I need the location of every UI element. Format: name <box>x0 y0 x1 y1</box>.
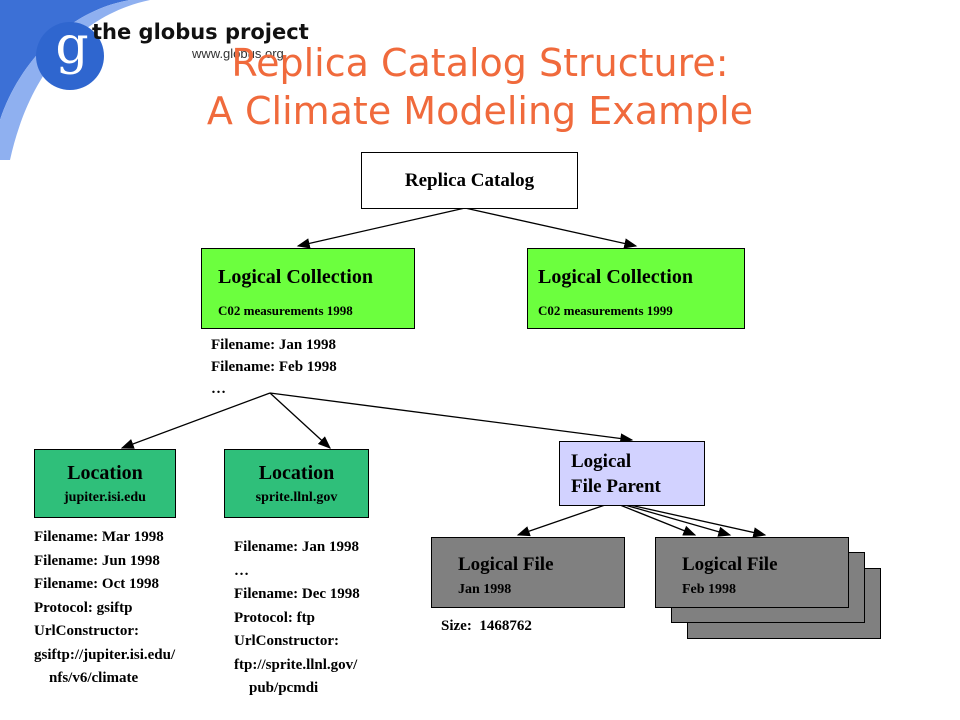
location-sprite-host: sprite.llnl.gov <box>255 490 338 505</box>
arrow-parent-to-file-feb-3 <box>629 504 767 538</box>
detail-line: Filename: Oct 1998 <box>34 576 159 592</box>
logo-name: the globus project <box>92 20 309 44</box>
location-jupiter-host: jupiter.isi.edu <box>64 490 146 505</box>
arrow-files-to-location-sprite <box>269 392 331 449</box>
collection-file-item: Filename: Feb 1998 <box>211 359 337 375</box>
detail-line: … <box>234 562 249 579</box>
logical-collection-1998: Logical Collection C02 measurements 1998 <box>201 248 415 329</box>
location-jupiter-details: Filename: Mar 1998 Filename: Jun 1998 Fi… <box>34 526 175 691</box>
detail-line: nfs/v6/climate <box>34 670 139 686</box>
logical-file-parent: Logical File Parent <box>559 441 705 506</box>
detail-line: Filename: Mar 1998 <box>34 529 164 545</box>
file-feb-subtitle: Feb 1998 <box>682 582 737 597</box>
location-jupiter: Location jupiter.isi.edu <box>34 449 176 518</box>
collection-1998-title: Logical Collection <box>218 266 373 288</box>
logo-url: www.globus.org <box>192 46 284 61</box>
parent-line-1: Logical <box>571 451 632 472</box>
replica-catalog-box: Replica Catalog <box>361 152 578 209</box>
collection-file-list: Filename: Jan 1998 Filename: Feb 1998 … <box>211 334 337 400</box>
logical-collection-1999: Logical Collection C02 measurements 1999 <box>527 248 745 329</box>
detail-line: Protocol: ftp <box>234 609 315 626</box>
detail-line: Filename: Dec 1998 <box>234 586 360 602</box>
detail-line: ftp://sprite.llnl.gov/ <box>234 656 358 673</box>
file-size-label: Size: 1468762 <box>441 618 532 634</box>
logo-emblem <box>36 22 104 90</box>
arrow-files-to-location-jupiter <box>120 392 271 449</box>
detail-line: UrlConstructor: <box>34 623 139 639</box>
arrow-parent-to-file-feb-2 <box>624 504 732 537</box>
detail-line: Filename: Jun 1998 <box>34 552 160 569</box>
arrow-catalog-to-collection-1998 <box>296 207 466 249</box>
collection-1998-subtitle: C02 measurements 1998 <box>218 303 353 318</box>
logical-file-feb: Logical File Feb 1998 <box>655 537 849 608</box>
parent-line-2: File Parent <box>571 476 661 497</box>
location-jupiter-title: Location <box>67 462 143 484</box>
detail-line: UrlConstructor: <box>234 633 339 649</box>
file-jan-subtitle: Jan 1998 <box>458 582 512 597</box>
detail-line: Filename: Jan 1998 <box>234 539 359 555</box>
title-line-1: Replica Catalog Structure: <box>231 41 729 85</box>
collection-file-item: Filename: Jan 1998 <box>211 337 336 353</box>
collection-1999-title: Logical Collection <box>538 266 693 288</box>
logical-file-jan: Logical File Jan 1998 <box>431 537 625 608</box>
file-jan-title: Logical File <box>458 554 554 575</box>
detail-line: gsiftp://jupiter.isi.edu/ <box>34 646 176 663</box>
arrow-parent-to-file-feb-1 <box>619 504 697 536</box>
logo-letter: g <box>55 16 89 76</box>
collection-file-item: … <box>211 381 226 397</box>
arrow-parent-to-file-jan <box>516 504 606 537</box>
location-sprite: Location sprite.llnl.gov <box>224 449 369 518</box>
arrow-catalog-to-collection-1999 <box>464 207 638 249</box>
title-line-2: A Climate Modeling Example <box>206 89 754 133</box>
arrow-files-to-parent <box>269 392 634 444</box>
replica-catalog-label: Replica Catalog <box>404 170 535 191</box>
collection-1999-subtitle: C02 measurements 1999 <box>538 303 673 318</box>
file-feb-title: Logical File <box>682 554 778 575</box>
location-sprite-title: Location <box>258 462 335 484</box>
detail-line: Protocol: gsiftp <box>34 599 133 616</box>
location-sprite-details: Filename: Jan 1998 … Filename: Dec 1998 … <box>234 536 360 701</box>
detail-line: pub/pcmdi <box>234 680 319 696</box>
